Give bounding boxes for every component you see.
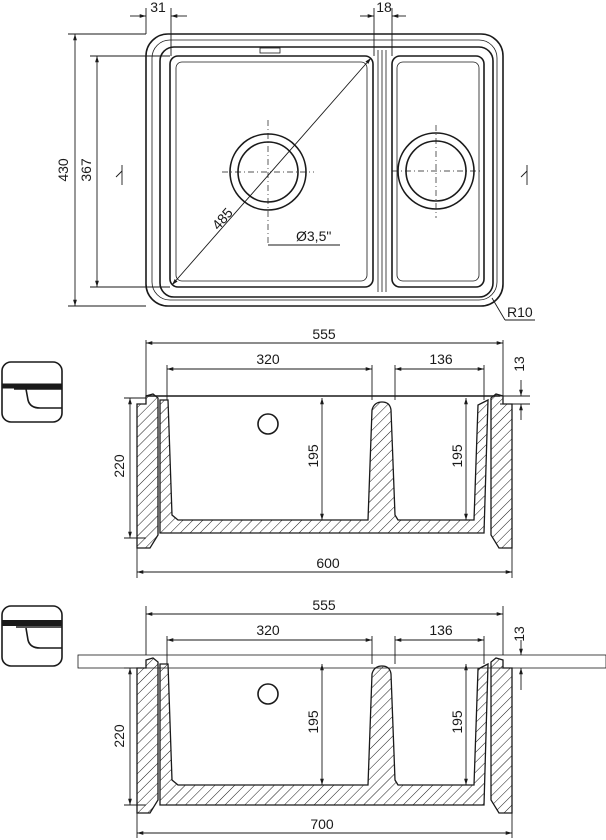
section-inset: 555 320 136 13 220 195 195 700 <box>1 597 606 838</box>
dim-cabinet-width: 700 <box>310 816 334 832</box>
dim-total-height: 220 <box>111 454 127 478</box>
dim-right-bowl-width: 136 <box>429 351 453 367</box>
right-bowl-outline <box>391 55 485 288</box>
dim-bowl-depth: 367 <box>78 158 94 182</box>
dim-diagonal: 485 <box>209 204 237 232</box>
dim-rim-height: 13 <box>511 356 527 372</box>
dim-right-bowl-depth: 195 <box>449 444 465 468</box>
dim-left-bowl-width: 320 <box>256 622 280 638</box>
section-undermount: 555 320 136 13 220 195 195 600 <box>1 326 530 578</box>
dim-bottom-width: 600 <box>316 555 340 571</box>
dim-drain-size: Ø3,5" <box>296 228 331 244</box>
dim-right-bowl-width: 136 <box>429 622 453 638</box>
dim-divider-width: 18 <box>376 0 392 15</box>
undermount-icon <box>1 361 63 423</box>
overflow-hole <box>257 413 279 435</box>
sink-outer-outline <box>145 33 504 307</box>
right-drain <box>392 125 480 218</box>
dim-overall-depth: 430 <box>55 158 71 182</box>
dim-left-bowl-width: 320 <box>256 351 280 367</box>
overflow-hole <box>257 683 279 705</box>
dim-left-bowl-depth: 195 <box>305 444 321 468</box>
dim-total-height: 220 <box>111 724 127 748</box>
left-bowl-outline <box>169 55 374 288</box>
dim-rim-width: 31 <box>150 0 166 15</box>
dim-top-width: 555 <box>312 326 336 342</box>
inset-icon <box>1 605 63 667</box>
countertop <box>77 654 606 669</box>
dim-top-width: 555 <box>312 597 336 613</box>
dim-right-bowl-depth: 195 <box>449 710 465 734</box>
dim-corner-radius: R10 <box>507 304 533 320</box>
top-view: 31 18 430 367 485 Ø3,5" R10 <box>55 0 535 321</box>
dim-rim-height: 13 <box>511 626 527 642</box>
dim-left-bowl-depth: 195 <box>305 710 321 734</box>
